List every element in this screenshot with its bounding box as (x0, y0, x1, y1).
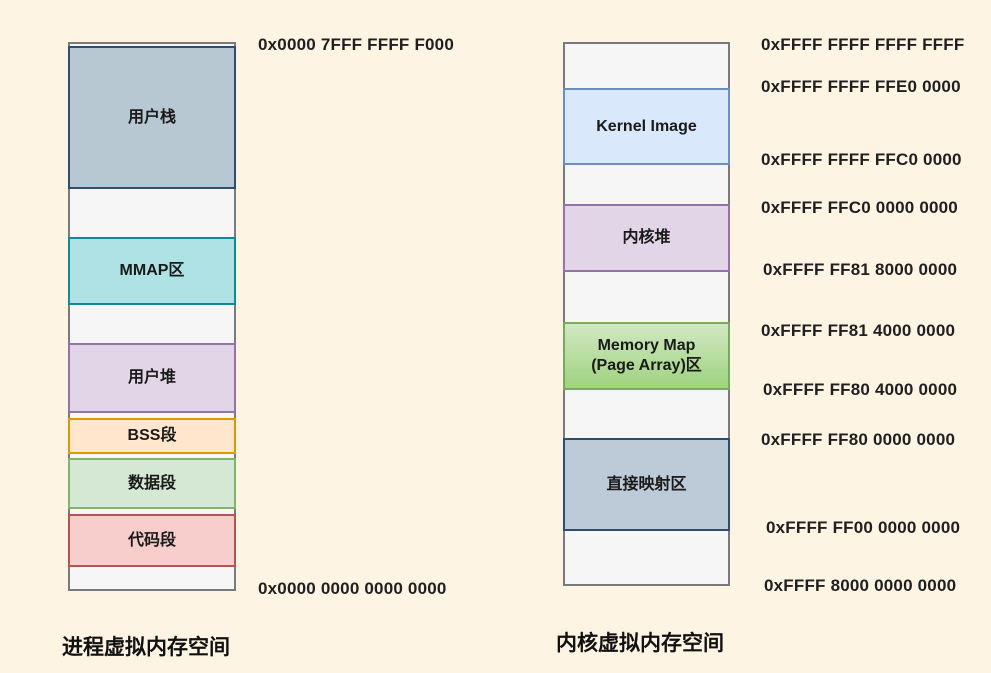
segment-kernel-image-label: Kernel Image (596, 117, 697, 135)
address-label-process-top: 0x0000 7FFF FFFF F000 (258, 35, 454, 54)
address-label-kernel-6: 0xFFFF FF80 4000 0000 (763, 380, 958, 399)
address-label-kernel-5: 0xFFFF FF81 4000 0000 (761, 321, 956, 340)
segment-direct-map-label: 直接映射区 (606, 475, 687, 493)
address-label-process-bottom: 0x0000 0000 0000 0000 (258, 579, 447, 598)
address-label-kernel-0: 0xFFFF FFFF FFFF FFFF (761, 35, 965, 54)
diagram-title-process: 进程虚拟内存空间 (62, 636, 230, 659)
segment-memory-map: Memory Map (Page Array)区 (563, 322, 730, 390)
segment-direct-map: 直接映射区 (563, 438, 730, 531)
segment-mmap-label: MMAP区 (119, 262, 185, 279)
segment-kernel-heap-label: 内核堆 (622, 229, 671, 246)
address-label-kernel-8: 0xFFFF FF00 0000 0000 (766, 518, 961, 537)
segment-bss: BSS段 (68, 418, 236, 454)
segment-data: 数据段 (68, 458, 236, 509)
segment-user-heap: 用户堆 (68, 343, 236, 413)
segment-kernel-image: Kernel Image (563, 88, 730, 165)
segment-bss-label: BSS段 (127, 427, 177, 444)
segment-mmap: MMAP区 (68, 237, 236, 305)
segment-kernel-heap: 内核堆 (563, 204, 730, 272)
address-label-kernel-2: 0xFFFF FFFF FFC0 0000 (761, 150, 962, 169)
segment-memory-map-label-line2: (Page Array)区 (591, 357, 702, 374)
diagram-title-kernel: 内核虚拟内存空间 (556, 632, 724, 655)
kernel-memory-column: Kernel Image 内核堆 Memory Map (Page Array)… (563, 42, 730, 586)
segment-code-label: 代码段 (127, 531, 176, 549)
segment-data-label: 数据段 (127, 474, 176, 492)
address-label-kernel-4: 0xFFFF FF81 8000 0000 (763, 260, 958, 279)
segment-user-stack-label: 用户栈 (127, 108, 176, 126)
address-label-kernel-1: 0xFFFF FFFF FFE0 0000 (761, 77, 961, 96)
segment-user-stack: 用户栈 (68, 46, 236, 189)
segment-code: 代码段 (68, 514, 236, 567)
process-memory-column: 用户栈 MMAP区 用户堆 BSS段 数据段 代码段 (68, 42, 236, 591)
segment-memory-map-label-line1: Memory Map (597, 337, 696, 354)
address-label-kernel-3: 0xFFFF FFC0 0000 0000 (761, 198, 958, 217)
segment-user-heap-label: 用户堆 (127, 369, 176, 386)
address-label-kernel-7: 0xFFFF FF80 0000 0000 (761, 430, 956, 449)
address-label-kernel-9: 0xFFFF 8000 0000 0000 (764, 576, 957, 595)
